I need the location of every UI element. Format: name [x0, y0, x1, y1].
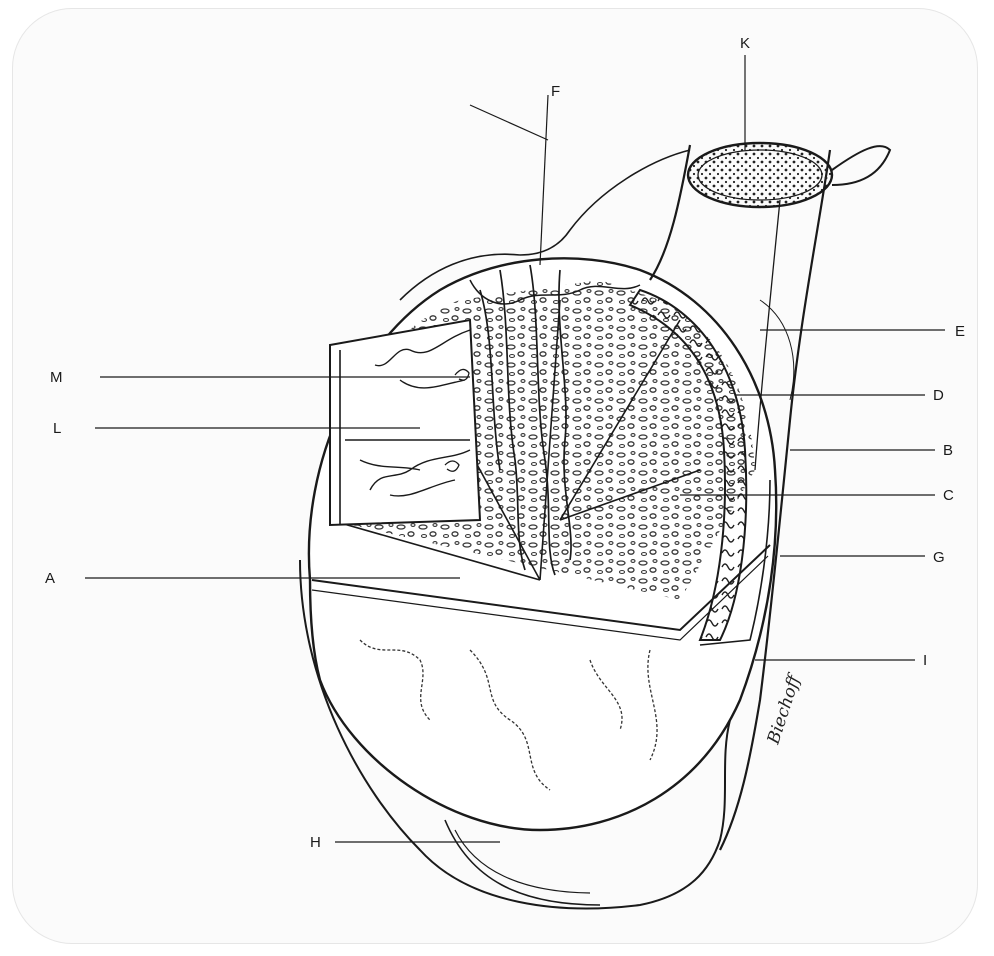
tunica-albuginea-window: [330, 320, 480, 525]
label-g: G: [933, 549, 945, 566]
label-d: D: [933, 387, 944, 404]
artist-signature: Biechoff: [763, 670, 805, 747]
label-i: I: [923, 652, 927, 669]
label-k: K: [740, 35, 750, 52]
label-c: C: [943, 487, 954, 504]
label-h: H: [310, 834, 321, 851]
label-l: L: [53, 420, 61, 437]
label-a: A: [45, 570, 55, 587]
cord-cross-section: [688, 143, 832, 207]
label-e: E: [955, 323, 965, 340]
label-b: B: [943, 442, 953, 459]
label-m: M: [50, 369, 63, 386]
label-f: F: [551, 83, 560, 100]
